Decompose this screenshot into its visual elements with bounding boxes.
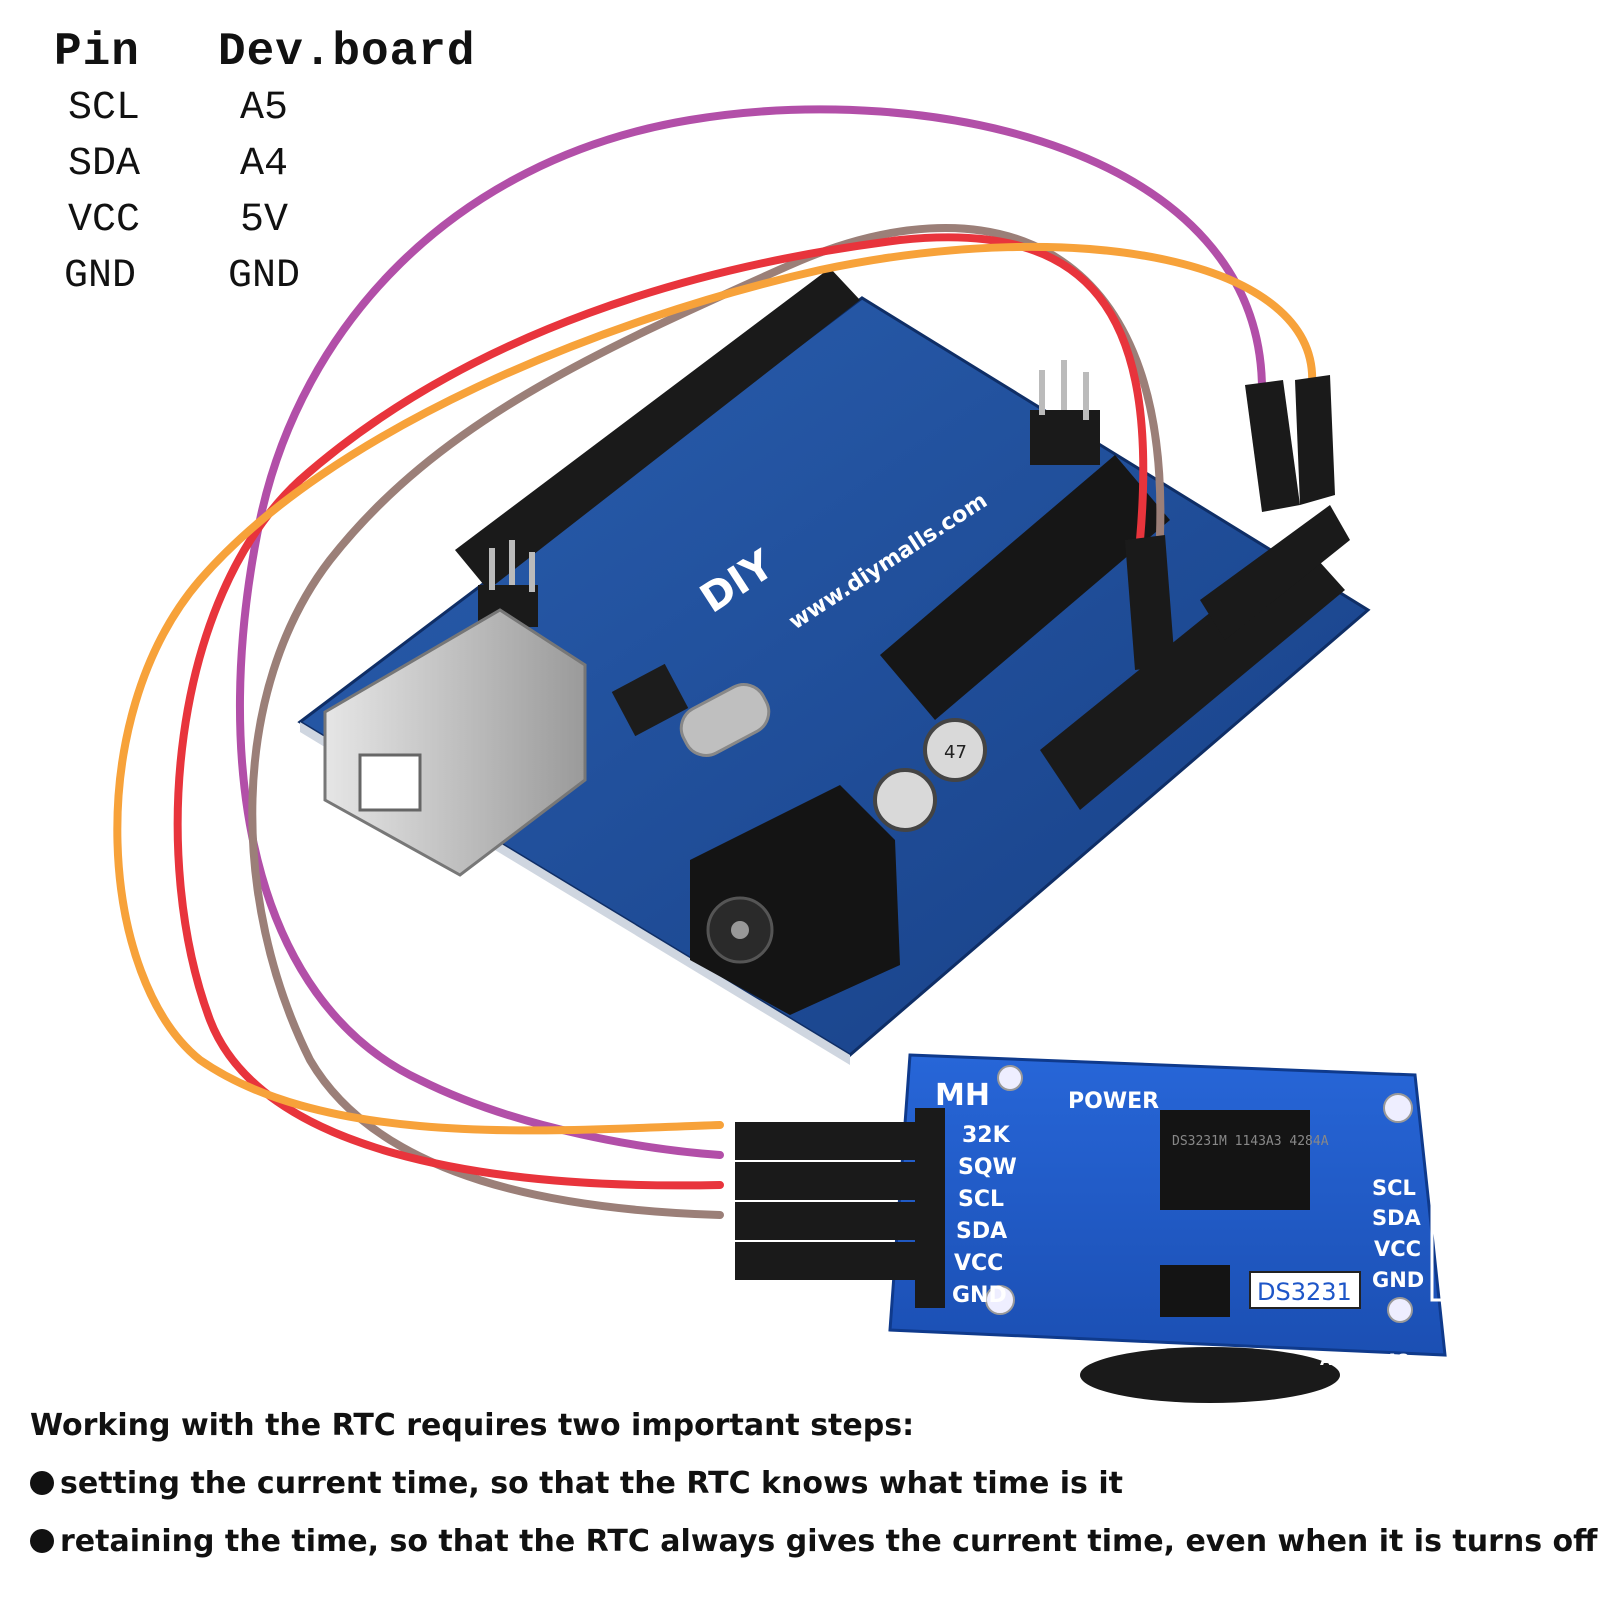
address-pads: A0 A1 A2	[1320, 1350, 1410, 1369]
bullet-text: retaining the time, so that the RTC alwa…	[60, 1524, 1598, 1559]
chip-label-box	[1249, 1271, 1361, 1309]
mount-hole	[985, 1285, 1015, 1315]
mcu-chip	[880, 455, 1170, 720]
pin-label-sda: SDA	[956, 1219, 1007, 1244]
pad-a1: A1	[1354, 1350, 1378, 1369]
icsp-header	[1030, 360, 1100, 465]
wire-red	[173, 233, 1148, 1190]
capacitor-mark: 47	[944, 742, 967, 763]
wire-purple	[235, 105, 1266, 1159]
pin-label-32k: 32K	[962, 1123, 1011, 1148]
pin-cell: SCL	[68, 86, 141, 131]
pin-cell: GND	[64, 254, 137, 299]
list-item: retaining the time, so that the RTC alwa…	[30, 1524, 1597, 1559]
wire-brown	[248, 224, 1165, 1219]
dev-board: 47 DIY www.diymalls.com	[297, 268, 1371, 1065]
capacitor-2	[873, 768, 937, 832]
wire-orange	[113, 242, 1317, 1135]
bullet-icon	[30, 1529, 54, 1553]
pin-column-header: Pin	[54, 26, 140, 78]
pin-cell: VCC	[68, 198, 141, 243]
usb-chip	[611, 663, 689, 737]
table-row: VCC 5V	[54, 198, 474, 248]
bullet-icon	[30, 1471, 54, 1495]
pin-label-gnd: GND	[952, 1283, 1007, 1308]
left-pin-labels: 32K SQW SCL SDA VCC GND	[952, 1123, 1017, 1308]
pin-label-vcc: VCC	[954, 1251, 1003, 1276]
right-pin-vcc: VCC	[1374, 1237, 1421, 1261]
board-cell: A4	[239, 142, 288, 187]
eeprom-chip	[1160, 1265, 1230, 1317]
right-pin-gnd: GND	[1372, 1268, 1424, 1292]
power-label: POWER	[1068, 1089, 1159, 1114]
notes-intro: Working with the RTC requires two import…	[30, 1408, 915, 1443]
pad-a0: A0	[1320, 1350, 1344, 1369]
right-pin-scl: SCL	[1372, 1176, 1416, 1200]
table-row: SCL A5	[54, 86, 474, 136]
jumper-wires	[113, 105, 1317, 1219]
digital-header	[455, 268, 860, 590]
analog-header	[1200, 505, 1350, 640]
pin-cell: SDA	[68, 142, 141, 187]
dc-jack	[690, 785, 900, 1015]
bullet-text: setting the current time, so that the RT…	[60, 1466, 1123, 1501]
table-row: GND GND	[54, 254, 474, 304]
module-brand: MH	[935, 1078, 990, 1113]
board-dupont-connectors	[1125, 375, 1335, 670]
list-item: setting the current time, so that the RT…	[30, 1466, 1123, 1501]
power-header	[1040, 540, 1345, 810]
pin-label-scl: SCL	[958, 1187, 1004, 1212]
coin-cell	[1080, 1347, 1340, 1403]
table-row: SDA A4	[54, 142, 474, 192]
module-dupont-connectors	[735, 1122, 915, 1280]
right-pin-labels: SCL SDA VCC GND	[1372, 1168, 1464, 1302]
right-pin-pad-frame	[1430, 1168, 1464, 1302]
board-cell: A5	[239, 86, 288, 131]
ds3231-chip	[1160, 1110, 1310, 1210]
crystal	[679, 683, 771, 757]
rtc-module: DS3231M 1143A3 4284A DS3231 MH POWER 32K…	[735, 1053, 1464, 1403]
chip-marking: DS3231M 1143A3 4284A	[1172, 1134, 1329, 1149]
usb-b-connector	[323, 608, 587, 877]
mount-hole	[1387, 1297, 1413, 1323]
right-pin-sda: SDA	[1372, 1206, 1422, 1230]
rtc-pin-header	[915, 1108, 945, 1308]
board-cell: GND	[227, 254, 300, 299]
board-cell: 5V	[239, 198, 288, 243]
capacitor	[923, 718, 987, 782]
pin-label-sqw: SQW	[958, 1155, 1017, 1180]
mount-hole	[997, 1065, 1023, 1091]
board-column-header: Dev.board	[218, 26, 476, 78]
pad-a2: A2	[1386, 1350, 1410, 1369]
chip-label: DS3231	[1257, 1278, 1352, 1306]
mount-hole	[1383, 1093, 1413, 1123]
